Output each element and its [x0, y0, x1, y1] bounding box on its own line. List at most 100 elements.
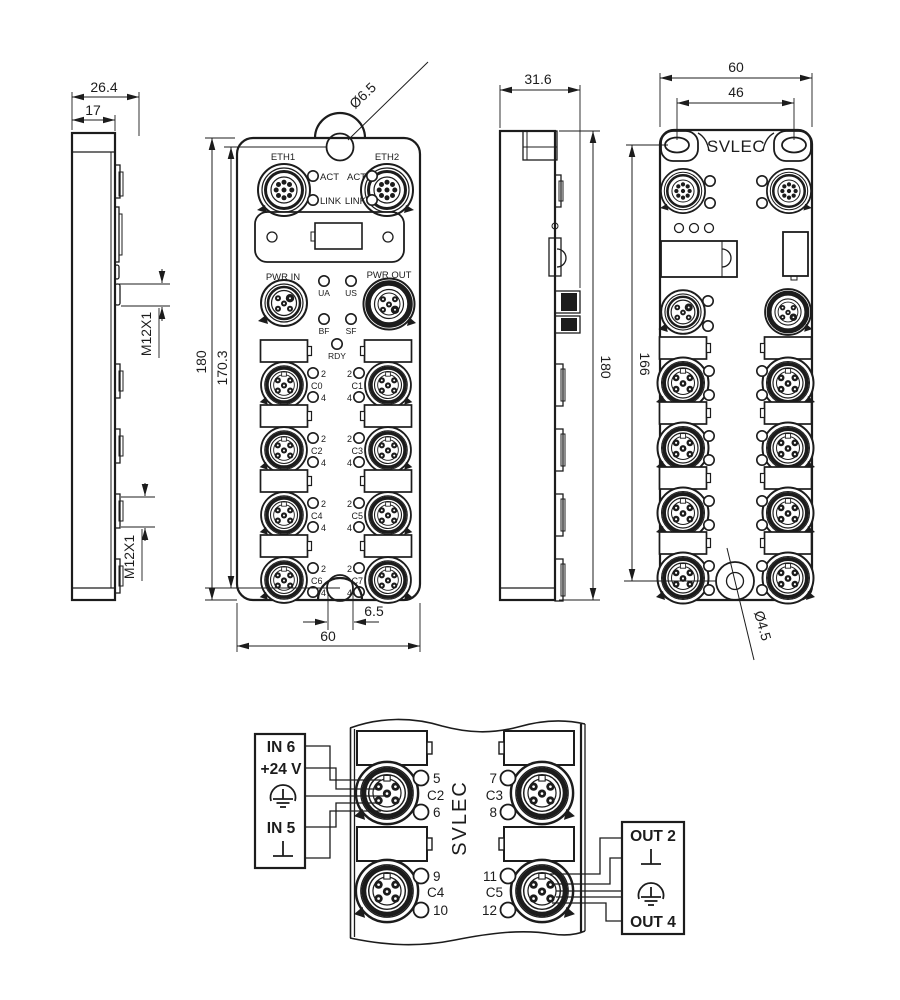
dim-bottom-hole: 6.5	[364, 603, 384, 619]
input-wiring-box: IN 6 +24 V IN 5	[253, 732, 307, 870]
c6-top: 2	[321, 564, 326, 574]
c7-connector	[363, 555, 415, 605]
c7-label: C7	[351, 576, 363, 586]
earth-symbol	[637, 882, 665, 906]
c3-label: C3	[351, 446, 363, 456]
ua-led	[317, 274, 331, 288]
thread-label-bottom: M12X1	[121, 535, 137, 580]
c3-connector	[363, 425, 415, 475]
eth1-connector	[255, 162, 312, 218]
c1-top: 2	[347, 369, 352, 379]
detail-c4-connector	[354, 860, 418, 922]
detail-view: SVLEC 5 C2 6 7 C3 8 9 C4 10 11 C5 12 IN …	[253, 718, 686, 946]
ground-symbol	[640, 848, 662, 865]
c6-connector	[257, 555, 309, 605]
channel-row-c4-c5: 2 C4 4 2 C5 4	[257, 469, 415, 540]
detail-c3-top: 7	[489, 771, 497, 786]
ua-label: UA	[318, 288, 330, 298]
c4-top: 2	[321, 499, 326, 509]
top-mounting-tab	[313, 111, 367, 139]
bf-label: BF	[319, 326, 330, 336]
detail-c2-label: C2	[427, 788, 444, 803]
us-led	[344, 274, 358, 288]
side-left-body	[70, 131, 124, 602]
c4-bottom: 4	[321, 523, 326, 533]
c3-bottom: 4	[347, 458, 352, 468]
act-label-right: ACT	[347, 172, 366, 183]
c4-label: C4	[311, 511, 323, 521]
detail-c3-label: C3	[486, 788, 503, 803]
c1-connector	[363, 360, 415, 410]
marking-panel	[254, 211, 405, 263]
input-line1: IN 6	[267, 739, 296, 756]
earth-symbol	[269, 784, 297, 808]
c7-bottom: 4	[347, 588, 352, 598]
output-line2: OUT 4	[630, 914, 676, 931]
eth-connector-right	[765, 167, 814, 215]
pwr-in-label: PWR IN	[266, 272, 300, 283]
dim-hole-spacing: 170.3	[214, 350, 230, 385]
detail-c5-top: 11	[483, 869, 497, 884]
us-label: US	[345, 288, 357, 298]
pwr-out-connector	[364, 279, 417, 330]
dim-depth: 31.6	[524, 71, 551, 87]
link-led-right	[365, 194, 379, 206]
act-label-left: ACT	[320, 172, 339, 183]
eth2-label: ETH2	[375, 152, 399, 163]
c0-connector	[257, 360, 309, 410]
c1-bottom: 4	[347, 393, 352, 403]
c5-connector	[363, 490, 415, 540]
mounting-ears	[660, 130, 812, 162]
brand-logo: SVLEC	[707, 137, 765, 156]
dim-depth-body: 17	[85, 102, 101, 118]
detail-c4-top: 9	[433, 869, 441, 884]
rdy-label: RDY	[328, 351, 346, 361]
thread-label-top: M12X1	[138, 312, 154, 357]
detail-c2-top: 5	[433, 771, 441, 786]
bottom-mounting-notch	[316, 576, 364, 601]
act-led-left	[306, 170, 320, 182]
link-led-left	[306, 194, 320, 206]
dim-width: 60	[728, 59, 744, 75]
rear-view: 60 46 SVLEC	[624, 59, 817, 661]
link-label-left: LINK	[320, 196, 342, 207]
input-wires	[305, 745, 384, 859]
detail-c5-bottom: 12	[482, 903, 497, 918]
c2-bottom: 4	[321, 458, 326, 468]
detail-c5-label: C5	[486, 885, 503, 900]
input-line3: IN 5	[267, 820, 296, 837]
channel-row-c0-c1: 2 C0 4 2 C1 4	[257, 339, 415, 410]
output-wiring-box: OUT 2 OUT 4	[620, 820, 686, 936]
dim-top-hole: Ø6.5	[346, 79, 379, 112]
sf-led	[344, 312, 358, 326]
c0-top: 2	[321, 369, 326, 379]
c4-connector	[257, 490, 309, 540]
rdy-led	[330, 337, 344, 351]
detail-c3-bottom: 8	[489, 805, 497, 820]
act-led-right	[365, 170, 379, 182]
side-view-left: 26.4 17	[70, 79, 170, 602]
thread-callout-bottom: M12X1	[121, 483, 155, 581]
link-label-right: LINK	[345, 196, 367, 207]
ground-symbol	[272, 840, 294, 857]
c2-top: 2	[321, 434, 326, 444]
c6-label: C6	[311, 576, 323, 586]
detail-brand-logo: SVLEC	[449, 780, 471, 856]
pwr-in-connector	[256, 278, 309, 328]
c7-top: 2	[347, 564, 352, 574]
detail-c4-label: C4	[427, 885, 445, 900]
dim-hole-spacing: 46	[728, 84, 744, 100]
c2-label: C2	[311, 446, 323, 456]
c0-bottom: 4	[321, 393, 326, 403]
detail-c4-bottom: 10	[433, 903, 448, 918]
c5-label: C5	[351, 511, 363, 521]
front-view: Ø6.5 ETH1 ETH2 ACT ACT LINK LINK PWR IN …	[193, 61, 429, 652]
detail-c3-connector	[511, 762, 575, 824]
marking-slot	[660, 231, 809, 281]
pwr-connector-right	[765, 289, 812, 335]
dim-height: 180	[193, 350, 209, 374]
bf-led	[317, 312, 331, 326]
dim-height: 180	[598, 355, 614, 379]
